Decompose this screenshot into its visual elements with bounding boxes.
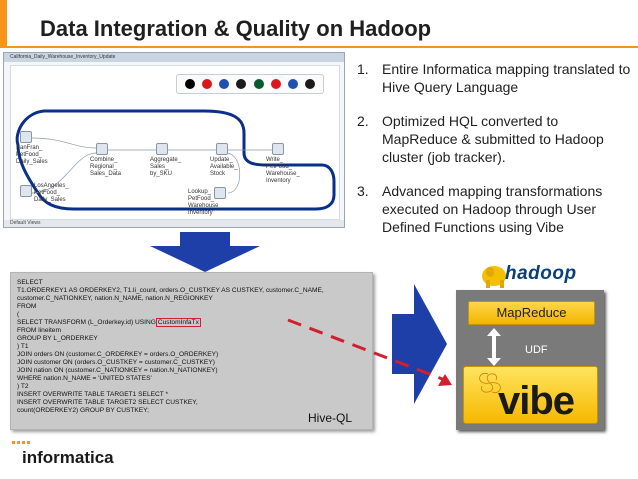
- bullet-number: 1.: [357, 61, 369, 77]
- hql-code-line: FROM lineitem: [17, 327, 61, 334]
- informatica-logo-mark: [12, 441, 30, 444]
- node-icon: [216, 143, 228, 155]
- designer-window-title: California_Daily_Warehouse_Inventory_Upd…: [4, 53, 344, 62]
- color-dot: [288, 79, 299, 89]
- node-icon: [272, 143, 284, 155]
- node-sanfran-sales: SanFran_ PetFood_ Daily_Sales: [16, 145, 48, 165]
- title-accent-bar: [0, 0, 7, 46]
- hql-code-line: count(ORDERKEY2) GROUP BY CUSTKEY;: [17, 407, 149, 414]
- hql-code-panel: Hive-QL SELECT T1.ORDERKEY1 AS ORDERKEY2…: [10, 272, 373, 430]
- hadoop-logo-text: hadoop: [505, 263, 577, 284]
- node-lookup-inventory: Lookup_ PetFood_ Warehouse_ Inventory: [188, 189, 222, 216]
- color-dot: [253, 79, 264, 89]
- bullet-item: 1. Entire Informatica mapping translated…: [357, 60, 637, 96]
- node-losangeles-sales: LosAngeles_ PetFood_ Daily_Sales: [34, 183, 69, 203]
- hql-code-line: ) T1: [17, 343, 29, 350]
- hql-code-line: ) T2: [17, 383, 29, 390]
- bullet-item: 2. Optimized HQL converted to MapReduce …: [357, 112, 637, 166]
- color-dot: [270, 79, 281, 89]
- node-update-stock: Update_ Available_ Stock: [210, 157, 238, 177]
- hql-code-line: INSERT OVERWRITE TABLE TARGET1 SELECT *: [17, 391, 169, 398]
- mapreduce-box: MapReduce: [468, 301, 595, 325]
- hql-code-line: (: [17, 311, 20, 318]
- hql-code-line: WHERE nation.N_NAME = 'UNITED STATES': [17, 375, 152, 382]
- hql-code-line: T1.ORDERKEY1 AS ORDERKEY2, T1.li_count, …: [17, 287, 324, 294]
- node-write-inventory: Write_ PetFood_ Warehouse_ Inventory: [266, 157, 300, 184]
- node-icon: [214, 187, 226, 199]
- color-dot-row: [176, 74, 324, 94]
- hql-udf-highlight: CustomInfaTx: [155, 318, 201, 327]
- color-dot: [236, 79, 247, 89]
- bullet-list: 1. Entire Informatica mapping translated…: [357, 60, 637, 252]
- designer-status-bar: Default Views: [4, 220, 344, 227]
- hadoop-elephant-icon: [482, 266, 506, 288]
- bullet-number: 3.: [357, 183, 369, 199]
- bidirectional-arrow-icon: [487, 328, 501, 366]
- right-arrow-icon: [392, 284, 447, 404]
- hql-code-line: SELECT: [17, 279, 43, 286]
- hql-code-line: JOIN nation ON (customer.C_NATIONKEY = n…: [17, 367, 218, 374]
- udf-label: UDF: [525, 344, 548, 356]
- node-icon: [20, 185, 32, 197]
- bullet-item: 3. Advanced mapping transformations exec…: [357, 182, 637, 236]
- vibe-swirl-icon: [479, 372, 501, 394]
- hql-code-line: INSERT OVERWRITE TABLE TARGET2 SELECT CU…: [17, 399, 198, 406]
- bullet-text: Advanced mapping transformations execute…: [382, 183, 603, 235]
- hql-code-line: JOIN orders ON (customer.C_ORDERKEY = or…: [17, 351, 219, 358]
- node-icon: [156, 143, 168, 155]
- node-icon: [96, 143, 108, 155]
- slide-title: Data Integration & Quality on Hadoop: [40, 16, 432, 41]
- vibe-logo-text: vibe: [498, 379, 575, 423]
- vibe-box: [463, 366, 598, 424]
- bullet-text: Optimized HQL converted to MapReduce & s…: [382, 113, 604, 165]
- hql-code-line: GROUP BY L_ORDERKEY: [17, 335, 98, 342]
- mapping-designer-screenshot: California_Daily_Warehouse_Inventory_Upd…: [3, 52, 345, 228]
- hql-code-line: customer.C_NATIONKEY, nation.N_NAME, nat…: [17, 295, 213, 302]
- node-combine-regional: Combine_ Regional_ Sales_Data: [90, 157, 122, 177]
- hql-code-line: FROM: [17, 303, 37, 310]
- node-icon: [20, 131, 32, 143]
- title-bar: Data Integration & Quality on Hadoop: [0, 0, 638, 46]
- bullet-number: 2.: [357, 113, 369, 129]
- color-dot: [219, 79, 230, 89]
- down-arrow-icon: [150, 232, 260, 272]
- color-dot: [184, 79, 195, 89]
- color-dot: [201, 79, 212, 89]
- hql-code-line: JOIN customer ON (orders.O_CUSTKEY = cus…: [17, 359, 215, 366]
- color-dot: [305, 79, 316, 89]
- hql-label: Hive-QL: [308, 411, 353, 425]
- informatica-brand: informatica: [22, 448, 114, 467]
- node-aggregate-sales: Aggregate_ Sales_ by_SKU: [150, 157, 182, 177]
- title-divider: [0, 46, 638, 48]
- bullet-text: Entire Informatica mapping translated to…: [382, 61, 631, 95]
